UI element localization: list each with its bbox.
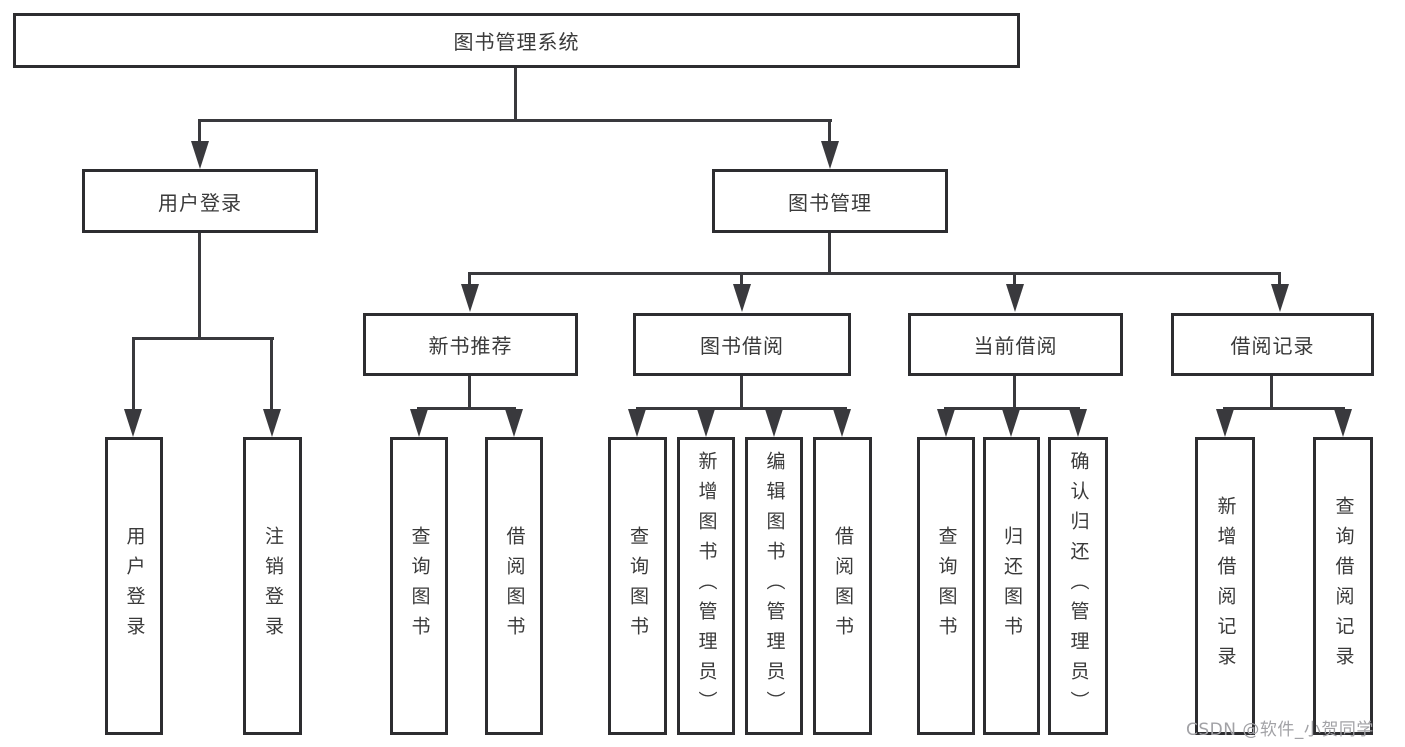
arrow-down-icon — [697, 409, 715, 437]
connector-stub — [132, 337, 135, 409]
arrow-down-icon — [263, 409, 281, 437]
leaf-logout-label: 注销登录 — [262, 526, 284, 646]
leaf-current-return: 归还图书 — [983, 437, 1040, 735]
leaf-newbook-borrow-label: 借阅图书 — [503, 526, 526, 646]
arrow-down-icon — [124, 409, 142, 437]
leaf-borrow-query-label: 查询图书 — [627, 526, 649, 646]
leaf-current-confirm-admin-label: 确认归还（管理员） — [1067, 451, 1090, 721]
node-borrow-record-label: 借阅记录 — [1230, 334, 1315, 358]
arrow-down-icon — [1002, 409, 1020, 437]
leaf-record-add-label: 新增借阅记录 — [1214, 496, 1237, 676]
arrow-down-icon — [461, 284, 479, 312]
arrow-down-icon — [505, 409, 523, 437]
leaf-borrow-query: 查询图书 — [608, 437, 667, 735]
leaf-current-confirm-admin: 确认归还（管理员） — [1048, 437, 1108, 735]
arrow-down-icon — [833, 409, 851, 437]
node-book-management-label: 图书管理 — [788, 190, 872, 215]
node-new-book-recommend: 新书推荐 — [363, 313, 578, 376]
connector-rail — [944, 407, 1080, 410]
arrow-down-icon — [937, 409, 955, 437]
arrow-down-icon — [733, 284, 751, 312]
leaf-borrow-add-admin-label: 新增图书（管理员） — [695, 451, 718, 721]
connector-book-management-drop — [828, 233, 831, 275]
leaf-user-login-label: 用户登录 — [123, 526, 146, 646]
arrow-down-icon — [191, 141, 209, 169]
connector-stub — [468, 272, 471, 286]
node-book-borrow: 图书借阅 — [633, 313, 851, 376]
node-book-borrow-label: 图书借阅 — [700, 334, 784, 358]
node-new-book-recommend-label: 新书推荐 — [428, 334, 513, 358]
arrow-down-icon — [628, 409, 646, 437]
node-user-login: 用户登录 — [82, 169, 318, 233]
node-root-label: 图书管理系统 — [453, 30, 580, 54]
leaf-current-query: 查询图书 — [917, 437, 975, 735]
connector-level3-rail — [468, 272, 1281, 275]
connector-stub — [198, 119, 201, 145]
connector-root-drop — [514, 68, 517, 122]
connector-user-login-drop — [198, 233, 201, 340]
connector-stub — [1278, 272, 1281, 286]
arrow-down-icon — [821, 141, 839, 169]
leaf-logout: 注销登录 — [243, 437, 302, 735]
connector-stub — [828, 119, 831, 145]
arrow-down-icon — [765, 409, 783, 437]
connector-rail — [636, 407, 847, 410]
leaf-record-add: 新增借阅记录 — [1195, 437, 1255, 735]
connector-rail — [417, 407, 516, 410]
leaf-newbook-query-label: 查询图书 — [408, 526, 431, 646]
leaf-user-login: 用户登录 — [105, 437, 163, 735]
node-current-borrow-label: 当前借阅 — [973, 334, 1058, 358]
leaf-borrow-borrow: 借阅图书 — [813, 437, 872, 735]
csdn-watermark: CSDN @软件_小贺同学 — [1186, 720, 1374, 740]
leaf-current-query-label: 查询图书 — [935, 526, 958, 646]
node-user-login-label: 用户登录 — [158, 190, 242, 215]
arrow-down-icon — [1069, 409, 1087, 437]
leaf-borrow-edit-admin-label: 编辑图书（管理员） — [763, 451, 786, 721]
leaf-newbook-borrow: 借阅图书 — [485, 437, 543, 735]
arrow-down-icon — [1216, 409, 1234, 437]
leaf-newbook-query: 查询图书 — [390, 437, 448, 735]
connector-rail — [1223, 407, 1345, 410]
connector-stub — [740, 272, 743, 286]
leaf-record-query-label: 查询借阅记录 — [1332, 496, 1355, 676]
node-current-borrow: 当前借阅 — [908, 313, 1123, 376]
connector-user-login-rail — [132, 337, 274, 340]
connector-level1-rail — [198, 119, 832, 122]
connector-drop — [468, 376, 471, 410]
node-borrow-record: 借阅记录 — [1171, 313, 1374, 376]
connector-drop — [1013, 376, 1016, 410]
arrow-down-icon — [1271, 284, 1289, 312]
connector-drop — [740, 376, 743, 410]
leaf-borrow-edit-admin: 编辑图书（管理员） — [745, 437, 803, 735]
leaf-borrow-borrow-label: 借阅图书 — [832, 526, 854, 646]
arrow-down-icon — [1006, 284, 1024, 312]
leaf-borrow-add-admin: 新增图书（管理员） — [677, 437, 735, 735]
connector-drop — [1270, 376, 1273, 410]
arrow-down-icon — [1334, 409, 1352, 437]
node-book-management: 图书管理 — [712, 169, 948, 233]
node-root: 图书管理系统 — [13, 13, 1020, 68]
connector-stub — [270, 337, 273, 409]
arrow-down-icon — [410, 409, 428, 437]
connector-stub — [1013, 272, 1016, 286]
leaf-record-query: 查询借阅记录 — [1313, 437, 1373, 735]
leaf-current-return-label: 归还图书 — [1001, 526, 1023, 646]
